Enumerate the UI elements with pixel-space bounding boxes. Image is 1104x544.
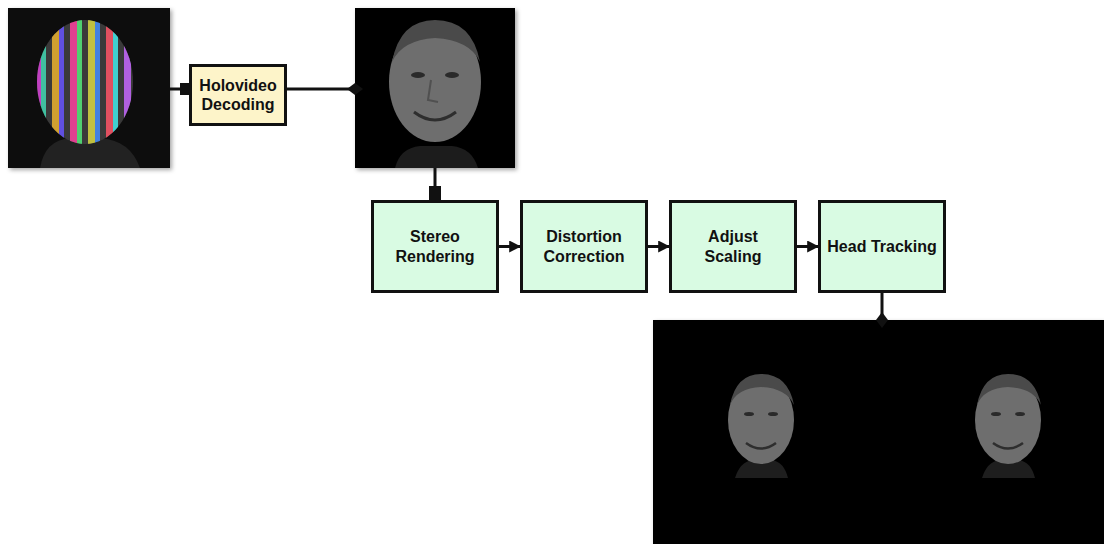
- fringe-image: [8, 8, 170, 168]
- flow-arrow: [797, 245, 818, 248]
- box-label: Distortion Correction: [529, 227, 639, 265]
- process-box: Adjust Scaling: [669, 200, 797, 293]
- box-label: Stereo Rendering: [380, 227, 490, 265]
- process-box: Head Tracking: [818, 200, 946, 293]
- flow-arrow: [499, 245, 520, 248]
- box-label: Holovideo Decoding: [198, 76, 278, 114]
- box-label: Head Tracking: [827, 237, 936, 256]
- process-box: Stereo Rendering: [371, 200, 499, 293]
- process-box: Distortion Correction: [520, 200, 648, 293]
- right-eye-view: [975, 374, 1041, 478]
- decoded-face-image: [355, 8, 515, 168]
- box-label: Adjust Scaling: [678, 227, 788, 265]
- stereo-output-image: [653, 320, 1104, 544]
- flow-arrow: [648, 245, 669, 248]
- process-box: Holovideo Decoding: [189, 64, 287, 126]
- left-eye-view: [728, 374, 794, 478]
